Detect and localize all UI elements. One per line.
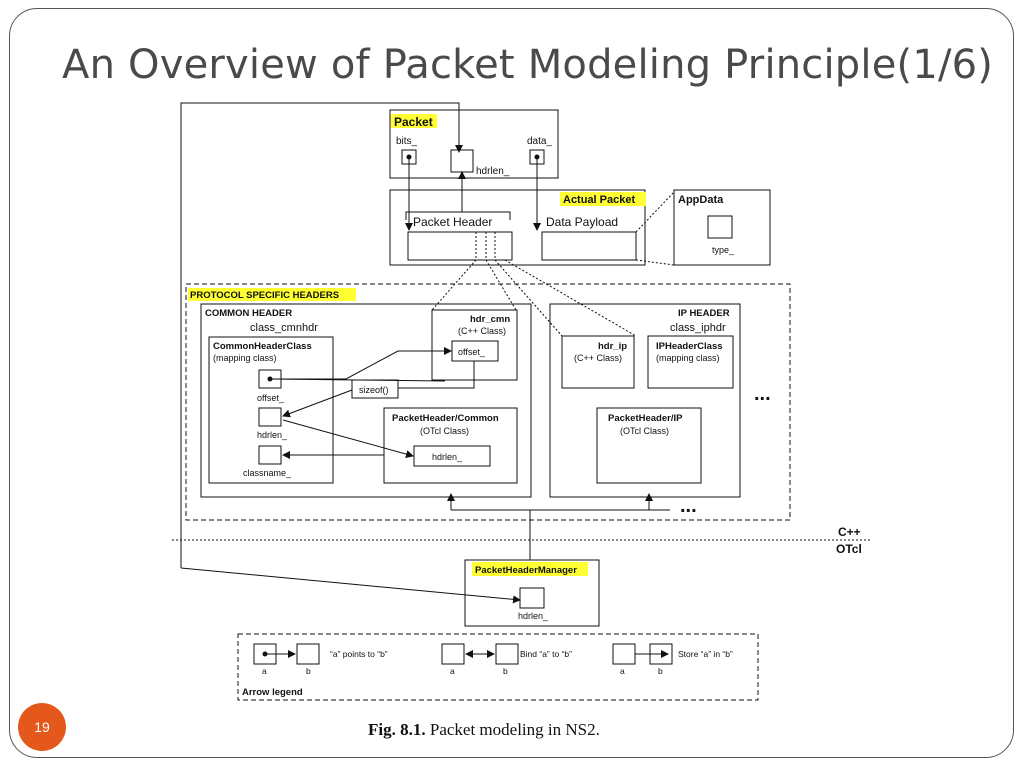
class-iphdr-label: class_iphdr bbox=[670, 322, 726, 334]
manager-hdrlen-label: hdrlen_ bbox=[518, 611, 549, 621]
hdr-ip-label: hdr_ip bbox=[598, 341, 627, 352]
hdrlen-label: hdrlen_ bbox=[257, 430, 288, 440]
ellipsis-right: ... bbox=[754, 383, 771, 405]
offset-label: offset_ bbox=[257, 393, 285, 403]
packet-label: Packet bbox=[394, 115, 433, 129]
hdr-cmn-sub: (C++ Class) bbox=[458, 326, 506, 336]
slide-title: An Overview of Packet Modeling Principle… bbox=[62, 42, 994, 88]
packet-hdrlen-label: hdrlen_ bbox=[476, 166, 510, 177]
ip-mapping-sub: (mapping class) bbox=[656, 353, 720, 363]
legend-bind-label: Bind “a” to “b” bbox=[520, 649, 572, 659]
common-mapping-sub: (mapping class) bbox=[213, 353, 277, 363]
legend-b-1: b bbox=[306, 666, 311, 676]
legend-b-3: b bbox=[658, 666, 663, 676]
cpp-label: C++ bbox=[838, 525, 861, 539]
legend-store-label: Store “a” in “b” bbox=[678, 649, 733, 659]
protocol-headers-label: PROTOCOL SPECIFIC HEADERS bbox=[190, 290, 339, 301]
figure-caption: Fig. 8.1. Packet modeling in NS2. bbox=[368, 720, 600, 740]
manager-label: PacketHeaderManager bbox=[475, 565, 577, 576]
hdr-cmn-label: hdr_cmn bbox=[470, 314, 510, 325]
actual-packet-label: Actual Packet bbox=[563, 194, 635, 206]
data-payload-label: Data Payload bbox=[546, 215, 618, 229]
packet-header-label: Packet Header bbox=[413, 215, 492, 229]
hdr-cmn-offset: offset_ bbox=[458, 347, 486, 357]
legend-a-2: a bbox=[450, 666, 455, 676]
caption-fig: Fig. 8.1. bbox=[368, 720, 426, 739]
sizeof-label: sizeof() bbox=[359, 385, 389, 395]
ph-ip-label: PacketHeader/IP bbox=[608, 413, 683, 424]
page-number-badge: 19 bbox=[18, 703, 66, 751]
classname-label: classname_ bbox=[243, 468, 292, 478]
legend-a-1: a bbox=[262, 666, 267, 676]
legend-points-label: “a” points to “b” bbox=[330, 649, 388, 659]
legend-title: Arrow legend bbox=[242, 687, 303, 698]
ip-header-label: IP HEADER bbox=[678, 308, 730, 319]
slide-frame bbox=[9, 8, 1014, 758]
common-mapping-label: CommonHeaderClass bbox=[213, 341, 312, 352]
ph-hdrlen-label: hdrlen_ bbox=[432, 452, 463, 462]
caption-text: Packet modeling in NS2. bbox=[429, 720, 600, 739]
otcl-label: OTcl bbox=[836, 542, 862, 556]
bits-label: bits_ bbox=[396, 136, 418, 147]
appdata-label: AppData bbox=[678, 194, 724, 206]
legend-a-3: a bbox=[620, 666, 625, 676]
data-label: data_ bbox=[527, 136, 552, 147]
hdr-ip-sub: (C++ Class) bbox=[574, 353, 622, 363]
ph-ip-sub: (OTcl Class) bbox=[620, 426, 669, 436]
type-label: type_ bbox=[712, 245, 735, 255]
legend-b-2: b bbox=[503, 666, 508, 676]
ph-common-label: PacketHeader/Common bbox=[392, 413, 499, 424]
class-cmnhdr-label: class_cmnhdr bbox=[250, 322, 318, 334]
ip-mapping-label: IPHeaderClass bbox=[656, 341, 723, 352]
common-header-label: COMMON HEADER bbox=[205, 308, 292, 319]
ph-common-sub: (OTcl Class) bbox=[420, 426, 469, 436]
ellipsis-bottom: ... bbox=[680, 495, 697, 517]
